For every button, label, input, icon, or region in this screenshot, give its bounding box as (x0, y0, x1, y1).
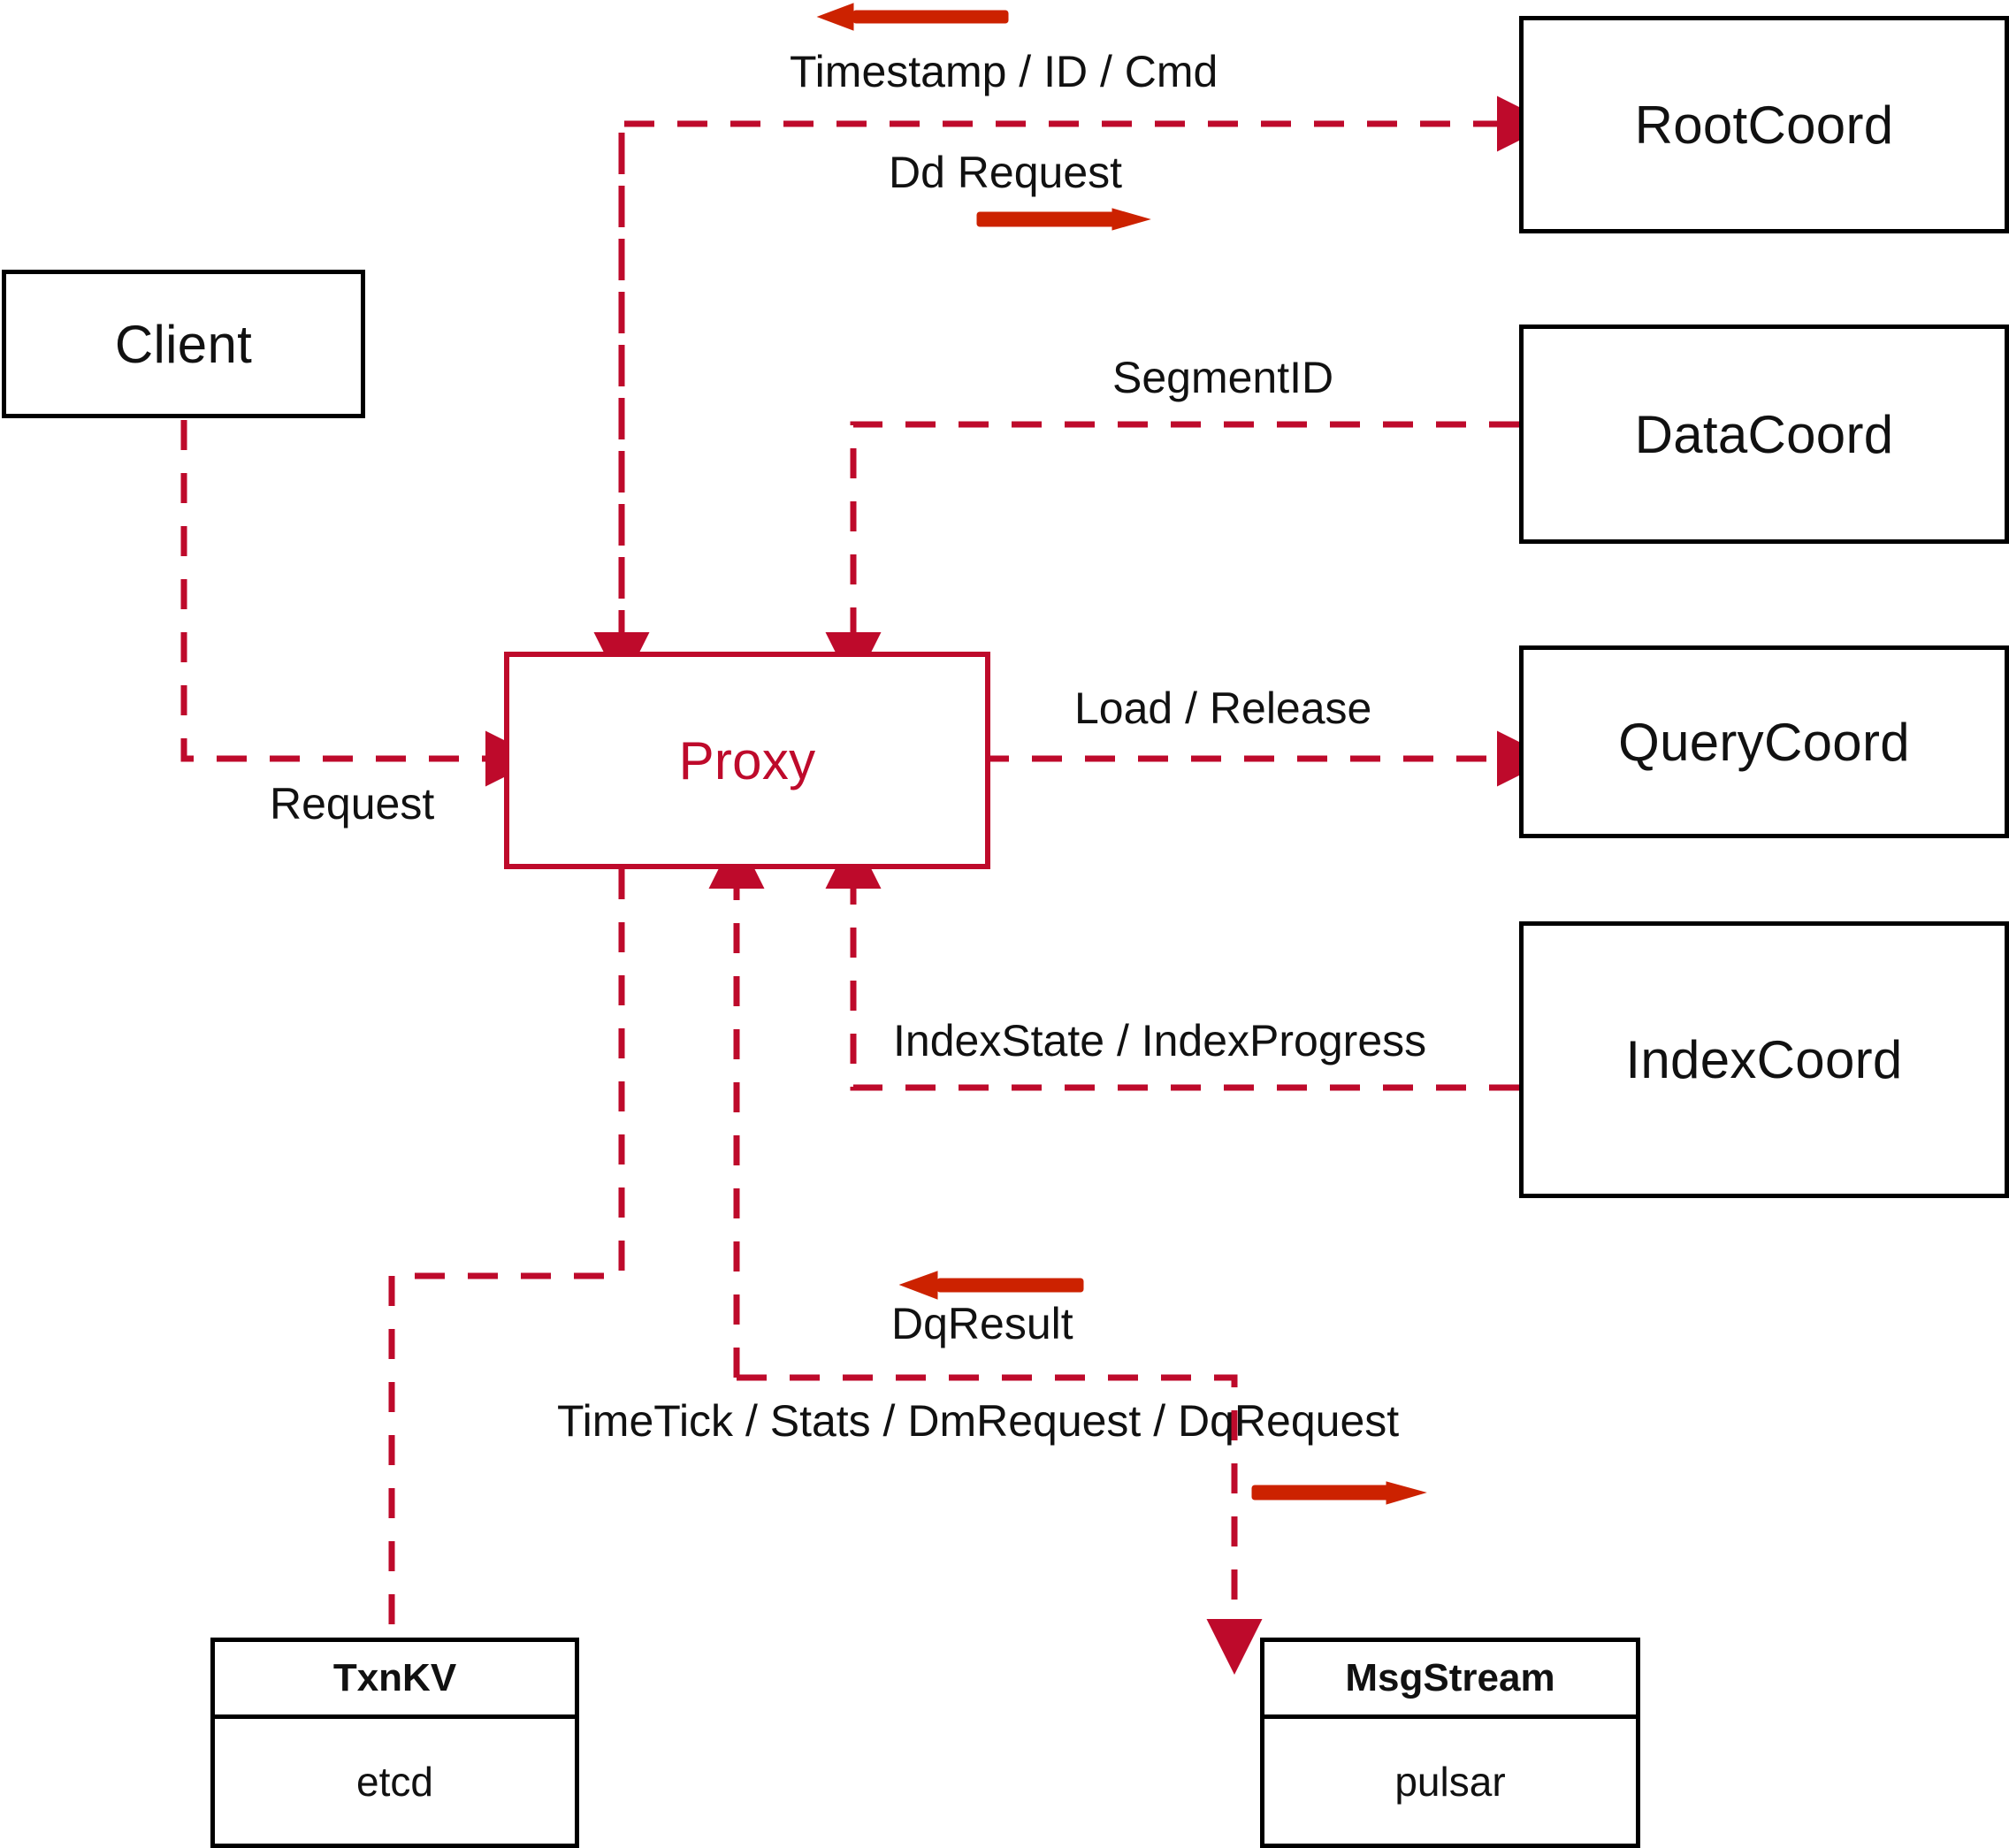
node-datacoord[interactable]: DataCoord (1519, 325, 2009, 544)
edge-datacoord-to-proxy (825, 421, 1519, 688)
node-msgstream-header: MsgStream (1264, 1642, 1636, 1719)
node-datacoord-label: DataCoord (1634, 404, 1894, 464)
direction-arrow-timestamp (816, 3, 1009, 31)
edge-label-dd-request: Dd Request (889, 148, 1123, 197)
edge-label-timestamp-id-cmd: Timestamp / ID / Cmd (790, 47, 1218, 96)
node-txnkv-body: etcd (215, 1719, 575, 1844)
node-txnkv-title: TxnKV (332, 1656, 457, 1699)
node-msgstream-body: pulsar (1264, 1719, 1636, 1844)
node-proxy-label: Proxy (678, 730, 816, 790)
edge-indexcoord-to-proxy (825, 833, 1519, 1091)
edge-label-segment-id: SegmentID (1112, 353, 1334, 402)
edge-client-to-proxy (180, 420, 541, 787)
node-txnkv-impl: etcd (356, 1758, 433, 1805)
direction-arrow-timetick (1251, 1481, 1427, 1505)
node-client-label: Client (114, 314, 253, 374)
node-msgstream[interactable]: MsgStream pulsar (1260, 1638, 1640, 1848)
node-client[interactable]: Client (2, 270, 365, 418)
edge-label-index-state-progress: IndexState / IndexProgress (893, 1016, 1427, 1065)
edge-label-load-release: Load / Release (1074, 683, 1372, 733)
node-rootcoord-label: RootCoord (1634, 95, 1894, 155)
node-proxy[interactable]: Proxy (504, 652, 990, 869)
node-querycoord[interactable]: QueryCoord (1519, 645, 2009, 838)
edge-proxy-to-msgstream (737, 1374, 1263, 1675)
node-indexcoord[interactable]: IndexCoord (1519, 921, 2009, 1198)
node-msgstream-title: MsgStream (1345, 1656, 1555, 1699)
node-rootcoord[interactable]: RootCoord (1519, 16, 2009, 233)
direction-arrow-dqresult (898, 1271, 1084, 1300)
edge-label-timetick-stats: TimeTick / Stats / DmRequest / DqRequest (557, 1396, 1400, 1446)
node-msgstream-impl: pulsar (1394, 1758, 1506, 1805)
node-indexcoord-label: IndexCoord (1625, 1030, 1903, 1089)
direction-arrow-dd-request (976, 208, 1151, 231)
edge-proxy-to-txnkv (388, 869, 625, 1638)
node-txnkv[interactable]: TxnKV etcd (210, 1638, 579, 1848)
node-querycoord-label: QueryCoord (1618, 712, 1910, 772)
node-txnkv-header: TxnKV (215, 1642, 575, 1719)
edge-label-dqresult: DqResult (891, 1299, 1073, 1348)
edge-label-request: Request (270, 779, 435, 829)
